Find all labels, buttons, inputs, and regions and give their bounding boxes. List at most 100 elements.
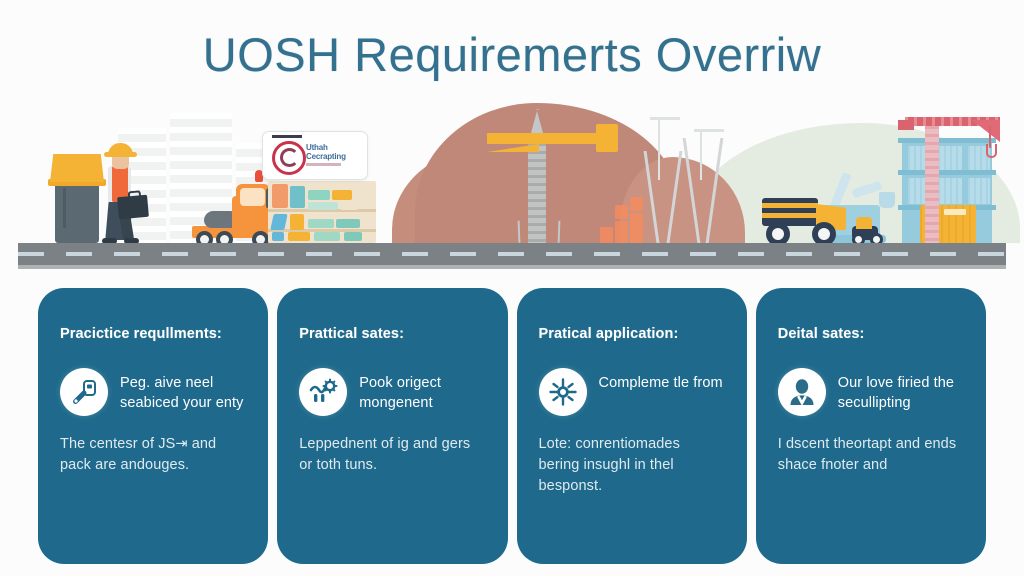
rack-item xyxy=(314,232,340,241)
dump-truck-wheel xyxy=(766,222,790,246)
company-logo-card: Uthah Cecrapting xyxy=(262,131,368,180)
building-window xyxy=(938,178,962,204)
card-3-lead: Compleme tle from xyxy=(598,375,723,391)
info-card-1[interactable]: Pracictice requllments: Peg. aive neel s… xyxy=(38,288,269,564)
trash-bin-lid xyxy=(50,154,104,182)
rack-item xyxy=(288,232,310,241)
card-3-lead-row: Compleme tle from xyxy=(538,368,725,416)
card-1-lead: Peg. aive neel seabiced your enty xyxy=(120,375,244,411)
rack-item xyxy=(308,202,338,210)
building-floor-slab xyxy=(898,138,996,143)
network-hub-icon xyxy=(538,368,587,416)
rack-item xyxy=(336,219,360,228)
road-shadow xyxy=(18,265,1006,269)
hard-hat-brim xyxy=(104,152,137,157)
yellow-crane-base xyxy=(517,220,561,243)
loader-beacon-light xyxy=(255,170,263,182)
briefcase-icon xyxy=(117,194,149,220)
person-avatar-icon xyxy=(777,368,826,416)
dump-truck-wheel xyxy=(812,222,836,246)
building-floor-slab xyxy=(898,170,996,175)
magnifier-tag-icon xyxy=(60,368,108,416)
card-2-lead: Pook origect mongenent xyxy=(359,375,442,411)
rack-shelf xyxy=(268,229,376,232)
rack-item xyxy=(290,186,305,208)
card-1-body: The centesr of JS⇥ and pack are andouges… xyxy=(60,436,217,473)
yellow-crane-mast xyxy=(528,135,546,243)
trash-bin-body xyxy=(55,178,99,243)
red-crane-mast xyxy=(925,118,939,243)
rack-item xyxy=(308,190,330,200)
page-title: UOSH Requiremerts Overriw xyxy=(202,28,822,81)
rack-item xyxy=(272,184,288,208)
yellow-crane-jib xyxy=(487,133,607,144)
grey-crane-arm xyxy=(650,117,680,120)
info-card-4[interactable]: Deital sates: Our love firied the secull… xyxy=(755,288,986,564)
worker-shoe-back xyxy=(124,238,139,244)
red-crane-jib xyxy=(905,117,1000,126)
small-vehicle-cab xyxy=(856,217,872,229)
card-3-heading: Pratical application: xyxy=(538,326,679,342)
rack-shelf xyxy=(268,209,376,212)
small-vehicle-wheel xyxy=(870,233,883,246)
card-1-heading: Pracictice requllments: xyxy=(60,326,222,342)
grey-crane-mast xyxy=(658,118,660,180)
card-4-body: I dscent theortapt and ends shace fnoter… xyxy=(777,436,957,473)
company-logo-icon xyxy=(272,141,306,175)
road xyxy=(18,243,1006,265)
logo-brand-subtext: Cecrapting xyxy=(306,152,346,161)
building-window xyxy=(968,178,990,204)
container-label xyxy=(944,209,966,215)
building-window xyxy=(968,146,990,170)
worker-head xyxy=(112,153,129,169)
trash-bin-rim xyxy=(48,179,106,186)
excavator-base xyxy=(814,235,886,243)
brick-stack xyxy=(615,205,628,219)
red-crane-cable xyxy=(989,126,991,148)
card-2-heading: Prattical sates: xyxy=(299,326,405,342)
rack-item xyxy=(332,190,352,200)
building-window xyxy=(938,146,962,170)
loader-scoop xyxy=(204,211,234,228)
scaffold-pylon xyxy=(650,151,676,243)
construction-site-illustration: Uthah Cecrapting xyxy=(0,95,1024,270)
yellow-crane-counterweight xyxy=(596,124,618,152)
logo-underline xyxy=(306,163,364,166)
grey-crane-arm xyxy=(694,129,724,132)
worker-safety-vest xyxy=(112,166,128,202)
info-card-2[interactable]: Prattical sates: xyxy=(277,288,508,564)
road-lane-markings xyxy=(18,252,1006,256)
excavator-bucket xyxy=(879,192,895,208)
scaffold-pylon xyxy=(690,138,716,243)
brick-stack xyxy=(630,213,643,243)
red-crane-hook xyxy=(986,144,997,158)
logo-bar xyxy=(272,135,302,138)
card-2-body: Leppednent of ig and gers or toth tuns. xyxy=(299,436,471,473)
brick-stack xyxy=(630,197,643,211)
card-1-lead-row: Peg. aive neel seabiced your enty xyxy=(60,368,246,416)
card-2-lead-row: Pook origect mongenent xyxy=(299,368,485,416)
dump-truck-stripe xyxy=(762,203,818,208)
dump-truck-bed xyxy=(762,198,818,226)
rack-item xyxy=(344,232,362,241)
rack-item xyxy=(290,214,304,230)
rack-item xyxy=(340,202,358,210)
loader-window xyxy=(240,188,265,206)
rack-item xyxy=(272,232,284,241)
logo-brand-text: Uthah xyxy=(306,143,328,152)
brick-stack xyxy=(615,221,628,243)
rack-item xyxy=(308,219,334,228)
yellow-crane-jib-brace xyxy=(487,144,539,152)
red-crane-counterweight xyxy=(898,120,914,130)
card-3-body: Lote: conrentiomades bering insughl in t… xyxy=(538,436,680,494)
card-row: Pracictice requllments: Peg. aive neel s… xyxy=(38,288,986,564)
worker-shoe-front xyxy=(102,238,117,244)
chart-gear-icon xyxy=(299,368,348,416)
dump-truck-stripe xyxy=(762,213,818,218)
card-4-heading: Deital sates: xyxy=(777,326,865,342)
small-vehicle-wheel xyxy=(852,233,865,246)
info-card-3[interactable]: Pratical application: Compleme tle from xyxy=(516,288,747,564)
card-4-lead: Our love firied the secullipting xyxy=(837,375,955,411)
card-4-lead-row: Our love firied the secullipting xyxy=(777,368,964,416)
